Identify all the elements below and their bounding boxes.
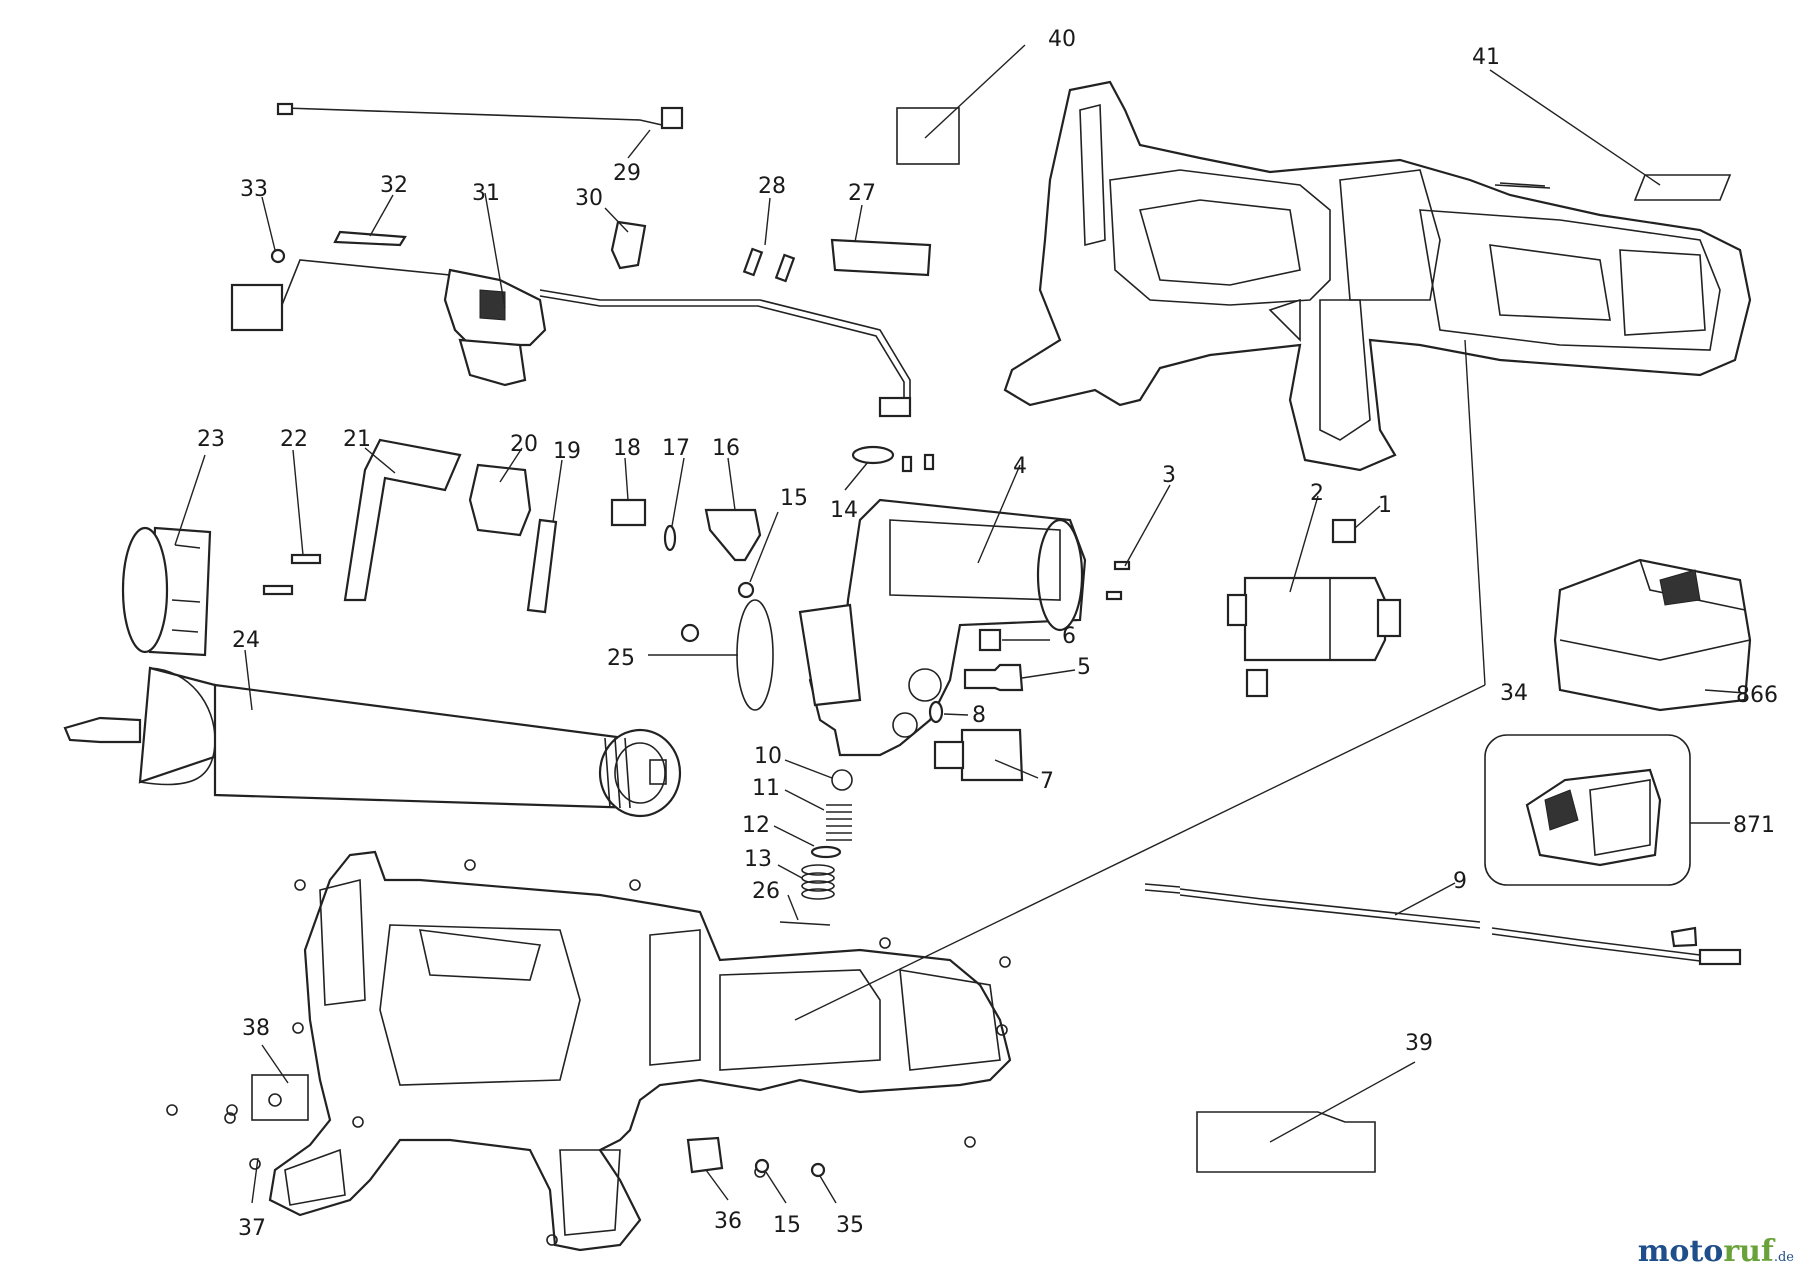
upper-housing-half bbox=[1003, 80, 1752, 472]
switch-assembly-31 bbox=[230, 259, 912, 418]
lever-16 bbox=[704, 508, 762, 562]
battery-866 bbox=[1553, 558, 1752, 712]
label-15: 15 bbox=[780, 486, 808, 511]
screws-3 bbox=[1105, 560, 1131, 601]
clip-36 bbox=[686, 1136, 724, 1174]
label-5: 5 bbox=[1077, 655, 1091, 680]
slider-27 bbox=[830, 238, 932, 277]
o-ring-25 bbox=[736, 599, 774, 711]
label-sheet-40 bbox=[896, 107, 960, 165]
label-12: 12 bbox=[742, 813, 770, 838]
gear-housing-4 bbox=[798, 498, 1087, 757]
nut-15-top bbox=[737, 581, 755, 599]
label-34: 34 bbox=[1500, 681, 1528, 706]
label-3: 3 bbox=[1162, 463, 1176, 488]
clip-30 bbox=[610, 220, 647, 270]
label-41: 41 bbox=[1472, 45, 1500, 70]
ring-17 bbox=[663, 524, 677, 552]
label-9: 9 bbox=[1453, 869, 1467, 894]
hose-9 bbox=[1144, 883, 1742, 966]
lower-housing-half bbox=[268, 850, 1012, 1252]
label-31: 31 bbox=[472, 181, 500, 206]
label-27: 27 bbox=[848, 181, 876, 206]
label-32: 32 bbox=[380, 173, 408, 198]
label-16: 16 bbox=[712, 436, 740, 461]
label-6: 6 bbox=[1062, 624, 1076, 649]
cap-7 bbox=[960, 728, 1024, 782]
ring-14 bbox=[851, 445, 895, 465]
bushing-6 bbox=[978, 628, 1002, 652]
label-19: 19 bbox=[553, 439, 581, 464]
label-15-bottom: 15 bbox=[773, 1213, 801, 1238]
spring-13 bbox=[801, 864, 835, 900]
plate-38 bbox=[251, 1074, 309, 1121]
label-871: 871 bbox=[1733, 813, 1775, 838]
pin-22 bbox=[262, 553, 322, 596]
label-26: 26 bbox=[752, 879, 780, 904]
label-24: 24 bbox=[232, 628, 260, 653]
brush-1 bbox=[1331, 518, 1357, 544]
nut-35 bbox=[810, 1162, 826, 1178]
screws-14 bbox=[901, 453, 935, 473]
decal-41 bbox=[1633, 174, 1732, 201]
seal-8 bbox=[928, 700, 944, 724]
insulator-32 bbox=[333, 230, 407, 247]
spring-11 bbox=[826, 804, 852, 841]
watermark-logo: motoruf.de bbox=[1637, 1234, 1794, 1269]
label-38: 38 bbox=[242, 1016, 270, 1041]
label-23: 23 bbox=[197, 427, 225, 452]
pin-26 bbox=[779, 921, 831, 926]
grease-cylinder bbox=[63, 666, 682, 818]
bracket-21 bbox=[343, 438, 462, 602]
washer-12 bbox=[810, 845, 842, 859]
label-866: 866 bbox=[1736, 683, 1778, 708]
label-29: 29 bbox=[613, 161, 641, 186]
label-33: 33 bbox=[240, 177, 268, 202]
label-7: 7 bbox=[1040, 769, 1054, 794]
part-labels: 1 2 3 4 5 6 7 8 9 10 11 12 13 14 15 16 1… bbox=[197, 27, 1778, 1241]
label-37: 37 bbox=[238, 1216, 266, 1241]
decal-39 bbox=[1196, 1111, 1376, 1173]
cable-29 bbox=[276, 102, 684, 130]
charger-box-871 bbox=[1484, 734, 1691, 886]
nut-15-bottom bbox=[754, 1158, 770, 1174]
label-14: 14 bbox=[830, 498, 858, 523]
label-10: 10 bbox=[754, 744, 782, 769]
fitting-5 bbox=[963, 663, 1024, 692]
brush-2b bbox=[1245, 668, 1269, 698]
label-39: 39 bbox=[1405, 1031, 1433, 1056]
label-30: 30 bbox=[575, 186, 603, 211]
label-11: 11 bbox=[752, 776, 780, 801]
label-13: 13 bbox=[744, 847, 772, 872]
label-4: 4 bbox=[1013, 454, 1027, 479]
label-25: 25 bbox=[607, 646, 635, 671]
label-21: 21 bbox=[343, 427, 371, 452]
sleeve-18 bbox=[610, 498, 647, 527]
label-20: 20 bbox=[510, 432, 538, 457]
collar-23 bbox=[121, 526, 212, 657]
ball-10 bbox=[831, 769, 853, 791]
label-1: 1 bbox=[1378, 493, 1392, 518]
block-20 bbox=[468, 463, 532, 537]
label-35: 35 bbox=[836, 1213, 864, 1238]
label-8: 8 bbox=[972, 703, 986, 728]
label-36: 36 bbox=[714, 1209, 742, 1234]
label-28: 28 bbox=[758, 174, 786, 199]
pins-28 bbox=[742, 247, 796, 283]
nut-33 bbox=[270, 248, 286, 264]
motor-2 bbox=[1226, 576, 1402, 662]
rod-19 bbox=[526, 518, 558, 614]
label-40: 40 bbox=[1048, 27, 1076, 52]
housing-screws bbox=[166, 859, 1011, 1246]
label-18: 18 bbox=[613, 436, 641, 461]
label-22: 22 bbox=[280, 427, 308, 452]
label-17: 17 bbox=[662, 436, 690, 461]
label-2: 2 bbox=[1310, 481, 1324, 506]
charger-871 bbox=[1525, 768, 1662, 867]
